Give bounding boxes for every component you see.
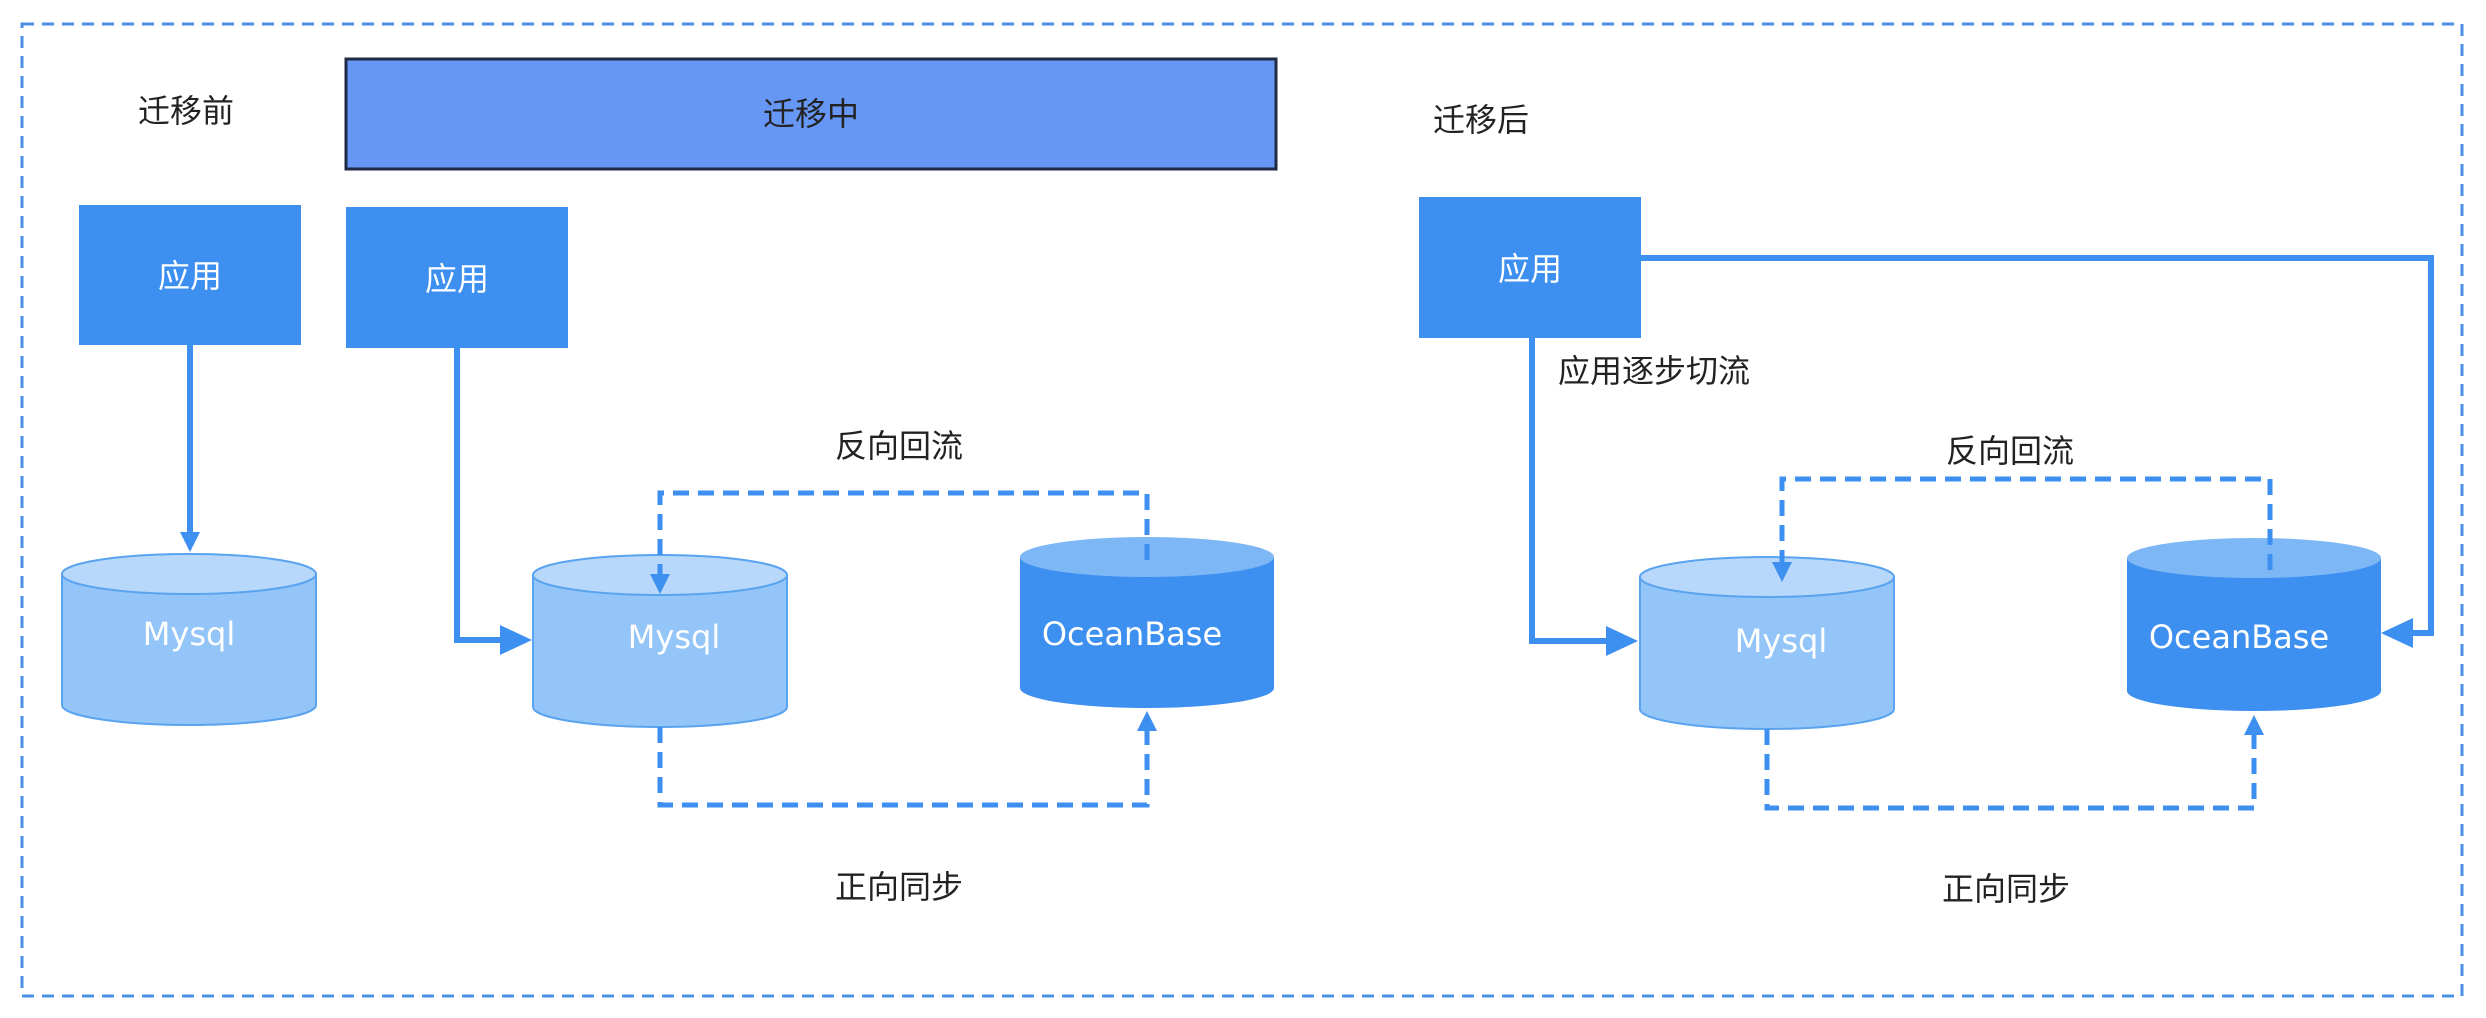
after-mysql-db <box>1639 556 1895 730</box>
outer-frame <box>20 22 2464 998</box>
after-app-to-mysql-line <box>1529 338 1608 644</box>
after-app-box <box>1419 197 1641 338</box>
after-forward-arrowhead <box>2244 715 2264 735</box>
before-arrowhead <box>180 532 200 552</box>
after-app-mysql-arrowhead <box>1606 626 1638 656</box>
during-app-label: 应用 <box>425 260 489 298</box>
before-mysql-db <box>61 553 317 726</box>
during-oceanbase-label: OceanBase <box>1042 615 1222 653</box>
before-app-label: 应用 <box>158 257 222 295</box>
before-mysql-label: Mysql <box>143 615 235 653</box>
during-mysql-db <box>532 554 788 728</box>
during-reverse-arrowhead <box>650 574 670 594</box>
after-mysql-label: Mysql <box>1735 622 1827 660</box>
after-oceanbase-label: OceanBase <box>2149 618 2329 656</box>
after-reverse-arrowhead <box>1772 562 1792 582</box>
during-app-arrowhead <box>500 625 532 655</box>
after-switch-label: 应用逐步切流 <box>1558 352 1750 390</box>
after-reverse-flow-line <box>1779 476 2273 570</box>
after-forward-label: 正向同步 <box>1942 870 2070 908</box>
after-oceanbase-db <box>2127 538 2381 711</box>
during-mysql-label: Mysql <box>628 618 720 656</box>
after-app-to-oceanbase-line <box>1641 255 2434 636</box>
during-forward-sync-line <box>657 727 1150 808</box>
after-title: 迁移后 <box>1433 101 1529 139</box>
after-app-label: 应用 <box>1498 250 1562 288</box>
during-app-to-mysql-line <box>454 348 500 643</box>
during-banner <box>344 57 1278 171</box>
during-reverse-label: 反向回流 <box>835 427 963 465</box>
during-banner-label: 迁移中 <box>763 95 859 133</box>
after-forward-sync-line <box>1764 729 2257 811</box>
before-title: 迁移前 <box>138 92 234 130</box>
during-reverse-flow-line <box>657 490 1150 574</box>
after-app-oceanbase-arrowhead <box>2381 618 2413 648</box>
during-app-box <box>346 207 568 348</box>
during-forward-label: 正向同步 <box>835 868 963 906</box>
before-app-box <box>79 205 301 345</box>
during-forward-arrowhead <box>1137 711 1157 731</box>
after-reverse-label: 反向回流 <box>1946 432 2074 470</box>
